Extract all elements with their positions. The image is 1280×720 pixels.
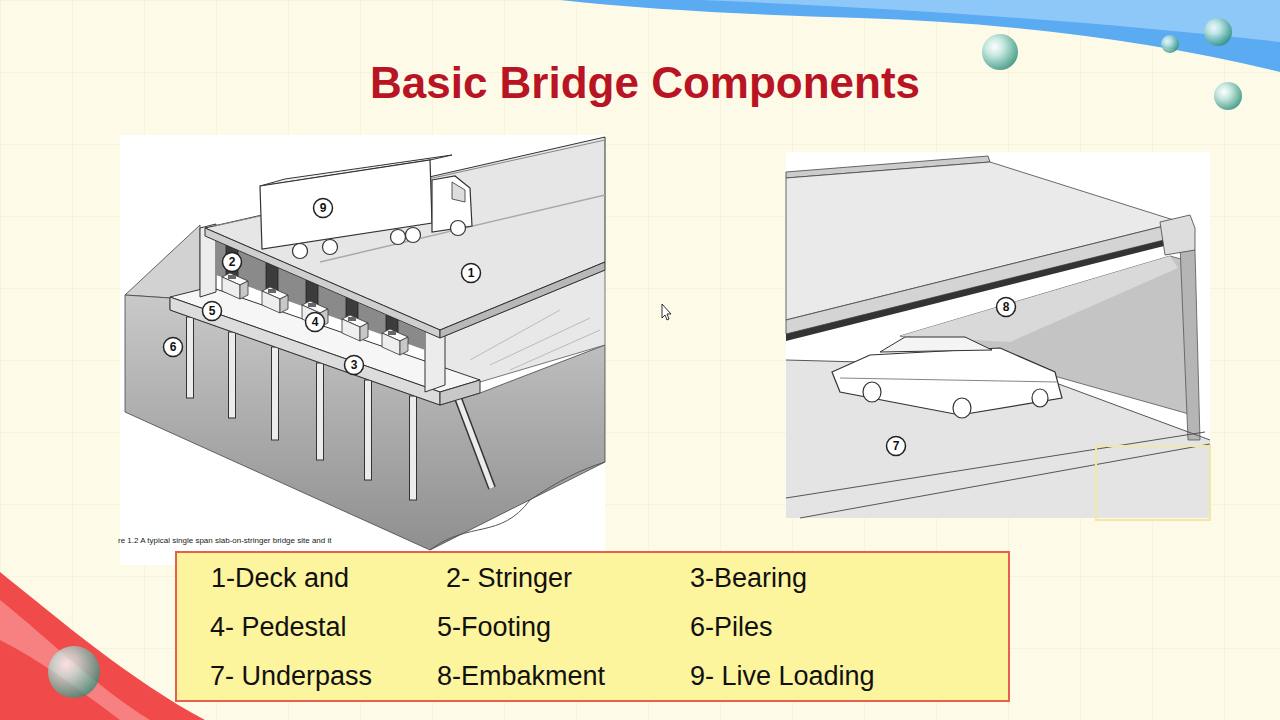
callout-number: 2: [221, 251, 243, 273]
callout-number: 6: [162, 336, 184, 358]
truck-window: [452, 182, 465, 202]
water-droplet: [1161, 35, 1179, 53]
deck-slab-side: [440, 262, 605, 338]
pedestal-front: [342, 319, 360, 341]
left-embankment: [125, 225, 200, 300]
component-label: 5-Footing: [437, 612, 677, 642]
pile: [272, 347, 279, 440]
callout-node: 6: [162, 336, 184, 358]
bearing: [388, 331, 396, 335]
deck-slab-top: [205, 137, 605, 330]
callout-number: 3: [343, 354, 365, 376]
slide-title: Basic Bridge Components: [0, 57, 1280, 109]
abutment-seat: [1160, 215, 1195, 255]
callout-node: 9: [312, 197, 334, 219]
callout-number: 5: [201, 300, 223, 322]
abutment-face: [1180, 245, 1200, 440]
water-droplet: [1214, 82, 1242, 110]
figure-caption: re 1.2 A typical single span slab-on-str…: [118, 536, 354, 546]
callout-number: 8: [995, 296, 1017, 318]
footing-side: [440, 380, 480, 405]
component-label: 6-Piles: [690, 612, 990, 642]
pedestal-front: [222, 277, 240, 299]
pile: [317, 363, 324, 460]
component-label: 8-Embakment: [437, 661, 677, 691]
callout-number: 7: [885, 435, 907, 457]
pedestal-side: [400, 337, 408, 355]
road-curb: [800, 444, 1210, 518]
callout-node: 8: [995, 296, 1017, 318]
battered-pile: [458, 398, 492, 488]
callout-node: 3: [343, 354, 365, 376]
truck-wheel: [293, 244, 308, 259]
water-droplet: [1204, 18, 1232, 46]
component-label: 9- Live Loading: [690, 661, 990, 691]
component-label: 2- Stringer: [446, 563, 686, 593]
pedestal-side: [280, 295, 288, 313]
car-wheel: [1032, 389, 1048, 407]
mouse-cursor: [662, 304, 671, 320]
deck-shadow-line: [786, 236, 1180, 341]
truck-wheel: [323, 240, 338, 255]
callout-node: 4: [304, 311, 326, 333]
pedestal-side: [360, 323, 368, 341]
component-label: 7- Underpass: [210, 661, 430, 691]
bearing: [228, 275, 236, 279]
pile: [229, 332, 236, 418]
pedestal: [382, 329, 408, 355]
component-list-box: 1-Deck and 2- Stringer3-Bearing 4- Pedesta…: [175, 551, 1010, 702]
right-figure-panel: [786, 152, 1210, 518]
car-wheel: [953, 398, 971, 418]
blue-swoosh-light: [700, 0, 1280, 42]
truck-trailer: [260, 160, 432, 249]
component-label: 4- Pedestal: [210, 612, 430, 642]
callout-node: 7: [885, 435, 907, 457]
truck-wheel: [406, 228, 421, 243]
pedestal: [262, 287, 288, 313]
callout-number: 4: [304, 311, 326, 333]
bank-hatching: [470, 310, 600, 370]
battered-pile-outline: [458, 398, 492, 488]
component-label: 1-Deck and: [211, 563, 431, 593]
car-roof: [880, 337, 992, 352]
overpass-deck-edge: [786, 222, 1180, 334]
pedestal: [342, 315, 368, 341]
pile: [410, 396, 417, 500]
callout-node: 1: [460, 262, 482, 284]
faint-frame: [1096, 446, 1210, 520]
callout-number: 1: [460, 262, 482, 284]
pile: [187, 317, 194, 398]
bearing: [348, 317, 356, 321]
car-trim: [840, 378, 1058, 382]
truck-wheel: [391, 230, 406, 245]
bearing: [308, 303, 316, 307]
deck-slab-edge: [205, 228, 440, 338]
callout-node: 2: [221, 251, 243, 273]
car-body: [832, 348, 1062, 415]
callout-node: 5: [201, 300, 223, 322]
red-swoosh-light: [0, 600, 150, 720]
water-droplet: [48, 646, 100, 698]
pedestal-side: [240, 281, 248, 299]
left-figure-panel: [120, 135, 605, 565]
car-wheel: [863, 382, 881, 402]
bearing: [268, 289, 276, 293]
road-curb: [786, 432, 1205, 498]
pedestal-front: [262, 291, 280, 313]
pedestal: [222, 273, 248, 299]
ground-line: [430, 462, 605, 550]
pedestal-front: [382, 333, 400, 355]
callout-number: 9: [312, 197, 334, 219]
truck-wheel: [451, 221, 466, 236]
water-droplet: [982, 34, 1018, 70]
pile: [365, 380, 372, 480]
component-label: 3-Bearing: [690, 563, 990, 593]
